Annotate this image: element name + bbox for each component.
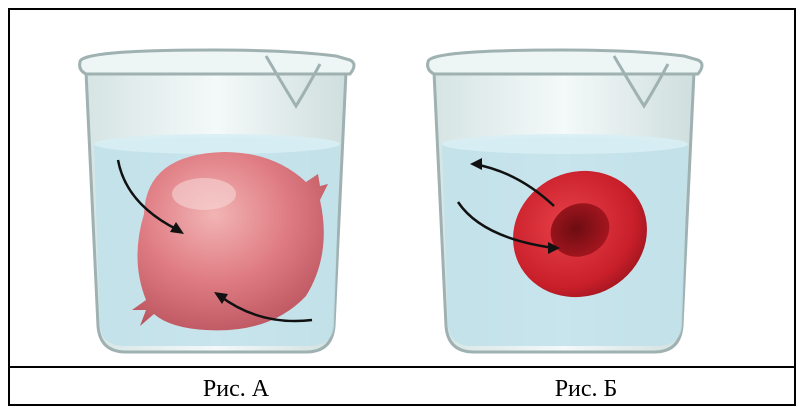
figure-b	[422, 34, 712, 364]
beaker-b-illustration	[422, 34, 712, 359]
caption-figure-b: Рис. Б	[486, 372, 686, 406]
beaker-a-illustration	[74, 34, 364, 359]
caption-figure-a: Рис. А	[136, 372, 336, 406]
caption-divider	[8, 366, 796, 368]
figure-a	[74, 34, 364, 364]
